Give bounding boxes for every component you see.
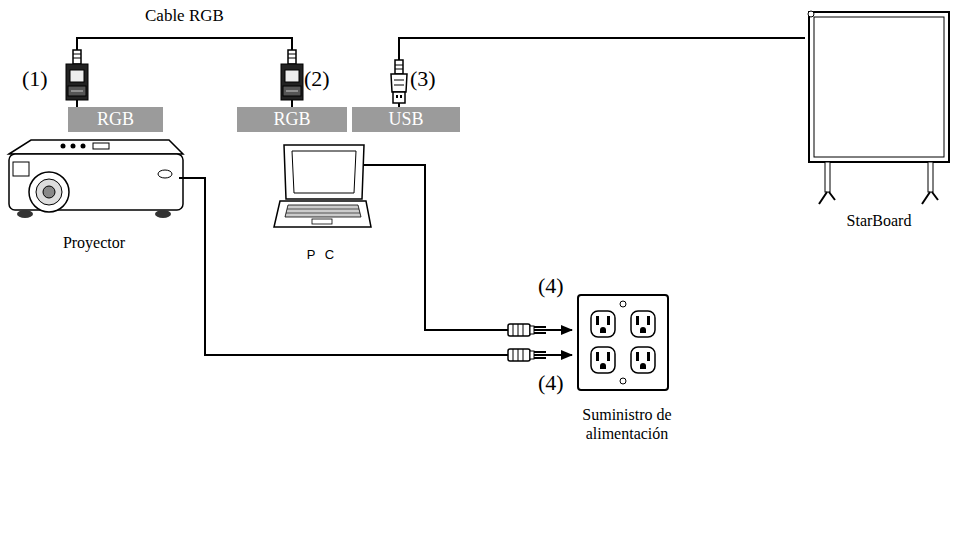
power-supply-node: Suministro de alimentación	[572, 293, 682, 443]
cable-line	[399, 38, 805, 107]
port-box: RGB	[237, 107, 347, 132]
cable-line	[185, 178, 572, 355]
rgb-connector	[281, 50, 303, 100]
pc-node: P C	[272, 143, 372, 263]
cable-line	[372, 165, 572, 330]
device-label: Suministro de alimentación	[572, 406, 682, 443]
port-box: RGB	[68, 107, 163, 132]
device-label: Proyector	[3, 234, 185, 252]
callout-number: (1)	[22, 66, 48, 92]
starboard-node: StarBoard	[805, 8, 953, 230]
device-label: StarBoard	[805, 212, 953, 230]
port-label: USB	[388, 109, 423, 130]
callout-number: (2)	[304, 66, 330, 92]
port-label: RGB	[97, 109, 134, 130]
cable-line	[77, 38, 292, 107]
starboard-illustration	[805, 8, 953, 230]
usb-connector	[391, 60, 407, 103]
cable-label: Cable RGB	[142, 6, 227, 26]
callout-number: (4)	[538, 370, 564, 396]
callout-number: (3)	[410, 66, 436, 92]
power-plug	[508, 324, 546, 336]
rgb-connector	[66, 50, 88, 100]
projector-node: Proyector	[3, 136, 185, 252]
callout-number: (4)	[538, 273, 564, 299]
port-label: RGB	[273, 109, 310, 130]
device-label: P C	[272, 248, 372, 263]
port-box: USB	[352, 107, 460, 132]
laptop-illustration	[272, 143, 372, 263]
power-plug	[508, 349, 546, 361]
